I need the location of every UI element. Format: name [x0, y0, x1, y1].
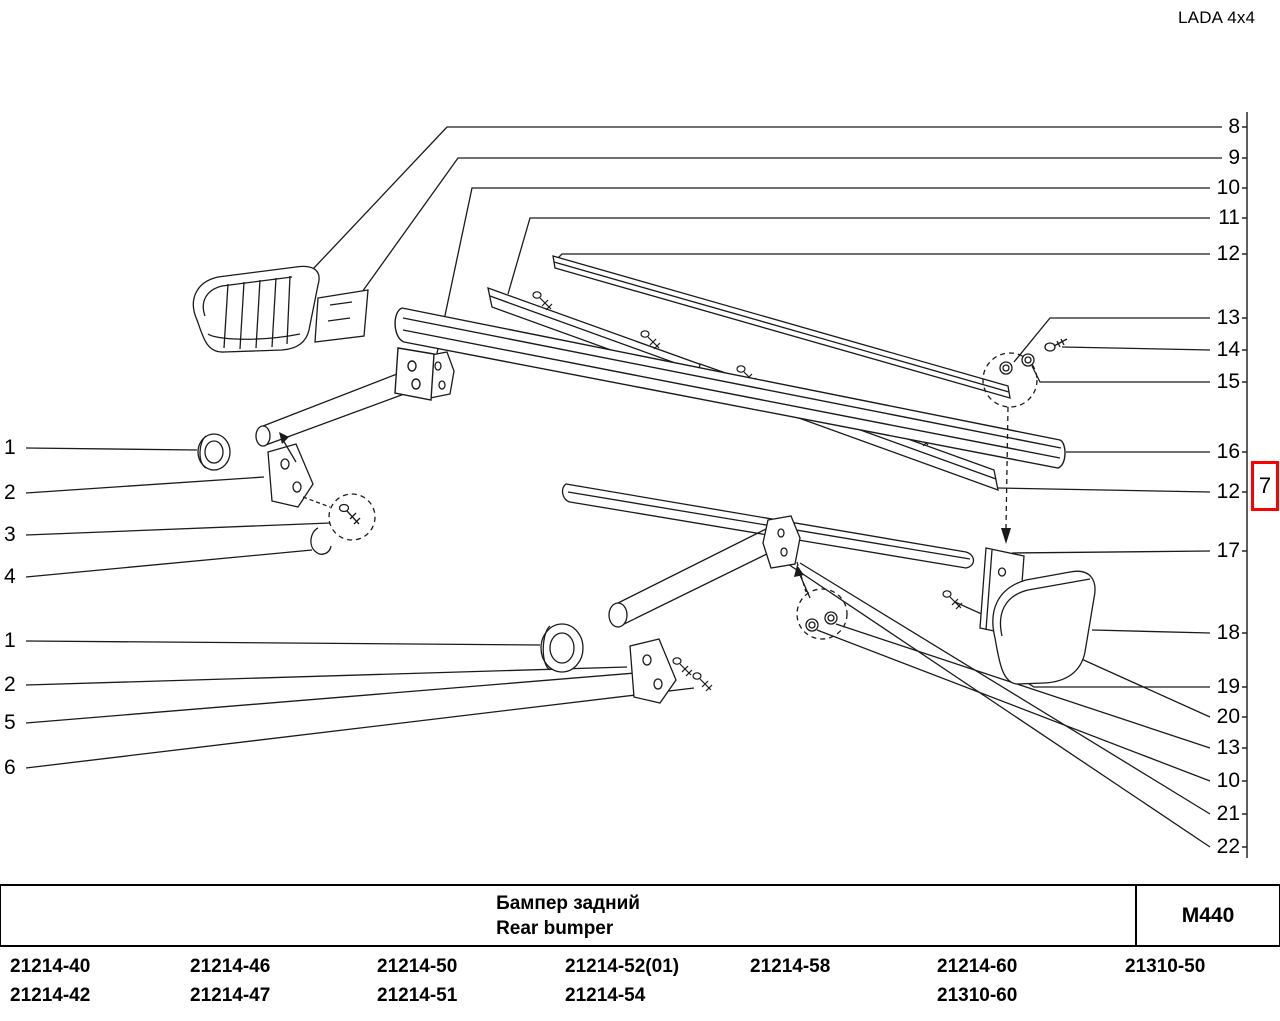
- part-bumper-end-cap-right: [992, 570, 1096, 685]
- callout-12a: 12: [1216, 242, 1240, 265]
- part-trim-strip-top: [552, 255, 1011, 399]
- part-bumper-end-cap-left: [192, 265, 369, 353]
- part-grommet-upper: [197, 433, 231, 471]
- callout-2b: 2: [4, 673, 16, 696]
- callout-7-label: 7: [1258, 473, 1272, 498]
- callout-20: 20: [1216, 705, 1240, 728]
- title-block: Бампер задний Rear bumper M440: [0, 884, 1280, 947]
- callout-13b: 13: [1216, 736, 1240, 759]
- fastener-cluster-upper: [302, 493, 376, 555]
- model-table: 21214-40 21214-46 21214-50 21214-52(01) …: [0, 953, 1280, 1011]
- callout-1a: 1: [4, 436, 16, 459]
- screws-lower-bracket: [672, 657, 713, 692]
- callout-17: 17: [1216, 539, 1240, 562]
- model-number: 21214-42: [10, 985, 91, 1006]
- callout-4: 4: [4, 565, 16, 588]
- brand-label: LADA 4x4: [1178, 8, 1256, 27]
- callout-12b: 12: [1216, 480, 1240, 503]
- model-number: 21214-58: [750, 956, 831, 977]
- callout-11: 11: [1218, 206, 1240, 229]
- screw-bracket-right: [942, 590, 963, 610]
- callout-8: 8: [1228, 115, 1240, 138]
- model-number: 21214-51: [377, 985, 458, 1006]
- callout-16: 16: [1216, 440, 1240, 463]
- callout-rail: [1242, 112, 1248, 858]
- diagram-title-en: Rear bumper: [496, 917, 614, 939]
- model-number: 21214-60: [937, 956, 1018, 977]
- fastener-cluster-top-right: [982, 338, 1068, 544]
- fastener-cluster-lower: [794, 561, 848, 640]
- code-cell: M440: [1135, 886, 1279, 945]
- callout-22: 22: [1216, 835, 1240, 858]
- callout-13a: 13: [1216, 306, 1240, 329]
- exploded-diagram: [25, 112, 1248, 858]
- part-bracket-upper: [267, 443, 314, 508]
- callout-18: 18: [1216, 621, 1240, 644]
- callout-9: 9: [1228, 146, 1240, 169]
- leader-lines-left: [25, 447, 695, 769]
- diagram-titles: Бампер задний Rear bumper: [496, 891, 640, 941]
- diagram-title-ru: Бампер задний: [496, 892, 640, 914]
- callout-10b: 10: [1216, 769, 1240, 792]
- callout-3: 3: [4, 523, 16, 546]
- callout-14: 14: [1216, 338, 1240, 361]
- model-number: 21214-50: [377, 956, 458, 977]
- callout-5: 5: [4, 711, 16, 734]
- part-grommet-lower: [540, 623, 584, 673]
- callout-15: 15: [1216, 370, 1240, 393]
- part-crossmember-tube-lower: [608, 515, 801, 628]
- model-number: 21214-54: [565, 985, 646, 1006]
- callout-6: 6: [4, 756, 16, 779]
- model-number: 21214-52(01): [565, 956, 680, 977]
- callout-19: 19: [1216, 675, 1240, 698]
- part-bumper-reinforcement-bar: [394, 307, 1066, 469]
- model-row-1: 21214-40 21214-46 21214-50 21214-52(01) …: [0, 953, 1280, 982]
- callout-10a: 10: [1216, 176, 1240, 199]
- model-number: 21310-60: [937, 985, 1018, 1006]
- callout-21: 21: [1216, 802, 1240, 825]
- highlighted-callout-7: 7: [1251, 461, 1279, 511]
- model-number: 21214-46: [190, 956, 271, 977]
- model-row-2: 21214-42 21214-47 21214-51 21214-54 2131…: [0, 982, 1280, 1011]
- part-bracket-lower: [629, 638, 677, 704]
- callout-2a: 2: [4, 481, 16, 504]
- model-number: 21310-50: [1125, 956, 1206, 977]
- model-number: 21214-40: [10, 956, 91, 977]
- page-code: M440: [1181, 903, 1235, 927]
- model-number: 21214-47: [190, 985, 271, 1006]
- leader-lines-right: [296, 126, 1222, 848]
- callout-1b: 1: [4, 629, 16, 652]
- title-cell: Бампер задний Rear bumper: [1, 886, 1135, 945]
